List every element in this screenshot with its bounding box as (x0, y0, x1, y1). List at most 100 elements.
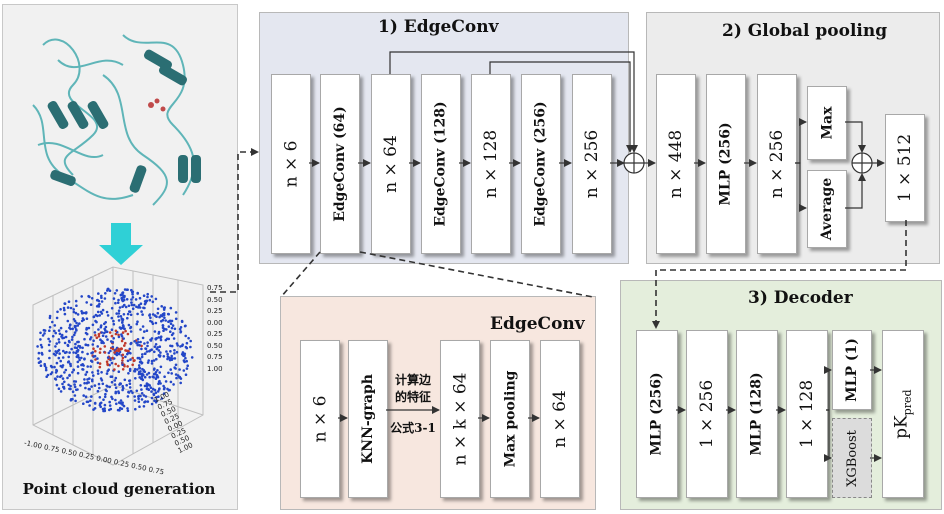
cloud-point (141, 336, 145, 340)
cloud-point (143, 330, 146, 333)
cloud-point (149, 339, 153, 342)
cloud-point (62, 336, 66, 340)
cloud-point (44, 366, 48, 370)
cloud-point (184, 345, 188, 349)
block-pk-pred: pKpred (882, 330, 924, 498)
cloud-point (101, 340, 104, 344)
cloud-point (138, 296, 142, 300)
cloud-point (121, 359, 124, 362)
cloud-point (81, 350, 84, 354)
cloud-point (114, 362, 117, 366)
cloud-point (124, 341, 127, 345)
cloud-point (80, 310, 83, 313)
cloud-point (58, 352, 61, 355)
cloud-point (182, 352, 186, 356)
cloud-point (140, 392, 144, 395)
cloud-point (121, 321, 124, 324)
cloud-point (149, 316, 152, 320)
cloud-point (179, 330, 182, 334)
cloud-point (157, 382, 160, 386)
cloud-point (179, 381, 182, 385)
cloud-point (136, 338, 140, 341)
cloud-point (117, 312, 121, 315)
cloud-point (69, 364, 72, 368)
cloud-point (76, 313, 80, 316)
cloud-point (117, 349, 121, 353)
cloud-point (66, 306, 70, 309)
cloud-point (80, 312, 84, 315)
cloud-point (73, 383, 76, 386)
cloud-point (91, 371, 94, 374)
cloud-point (78, 358, 81, 362)
cloud-point (185, 341, 189, 345)
cloud-point (66, 343, 70, 347)
cloud-point (130, 301, 133, 304)
cloud-point (142, 294, 146, 298)
cloud-point (162, 355, 166, 358)
cloud-point (133, 359, 136, 362)
cloud-point (63, 312, 67, 316)
cloud-point (71, 390, 75, 394)
cloud-point (146, 400, 150, 403)
cloud-point (88, 377, 91, 380)
cloud-point (135, 322, 139, 326)
block-average: Average (807, 170, 847, 248)
cloud-point (96, 372, 100, 375)
detail-knn-graph: KNN-graph (348, 340, 388, 498)
cloud-point (143, 300, 147, 303)
cloud-point (85, 311, 88, 314)
cloud-point (118, 383, 121, 386)
cloud-point (77, 356, 81, 359)
cloud-point (107, 368, 110, 372)
cloud-point (55, 383, 59, 387)
cloud-point (143, 342, 146, 345)
cloud-point (99, 405, 102, 409)
cloud-point (114, 332, 118, 336)
block-max: Max (807, 86, 847, 160)
cloud-point (86, 352, 89, 356)
cloud-point (170, 319, 174, 323)
cloud-point (101, 334, 105, 338)
cloud-point (164, 319, 167, 322)
cloud-point (169, 330, 172, 334)
cloud-point (90, 385, 93, 388)
cloud-point (89, 365, 92, 368)
cloud-point (152, 392, 155, 396)
cloud-point (85, 328, 88, 331)
cloud-point (76, 348, 80, 352)
cloud-point (152, 376, 155, 379)
cloud-point (119, 399, 123, 402)
cloud-point (72, 368, 75, 372)
cloud-point (157, 336, 161, 339)
cloud-point (62, 349, 65, 353)
cloud-point (67, 300, 71, 304)
cloud-point (140, 347, 143, 351)
cloud-point (138, 367, 142, 370)
cloud-point (53, 329, 56, 333)
cloud-point (130, 303, 134, 307)
cloud-point (80, 295, 83, 298)
block-1-x-256: 1 × 256 (686, 330, 728, 498)
cloud-point (74, 299, 78, 303)
cloud-point (101, 308, 105, 312)
cloud-point (88, 404, 91, 407)
cloud-point (110, 334, 114, 338)
cloud-point (150, 295, 153, 298)
cloud-point (92, 339, 95, 343)
cloud-point (172, 337, 176, 340)
cloud-point (169, 368, 172, 371)
cloud-point (86, 343, 90, 347)
cloud-point (142, 373, 145, 377)
cloud-point (104, 335, 108, 338)
cloud-point (145, 329, 149, 333)
cloud-point (108, 408, 111, 412)
cloud-point (98, 365, 102, 369)
cloud-point (117, 370, 121, 374)
block-dec-mlp-256: MLP (256) (636, 330, 678, 498)
cloud-point (129, 352, 132, 355)
cloud-point (117, 298, 120, 302)
cloud-point (83, 337, 86, 341)
cloud-point (98, 362, 102, 365)
cloud-point (42, 328, 46, 332)
